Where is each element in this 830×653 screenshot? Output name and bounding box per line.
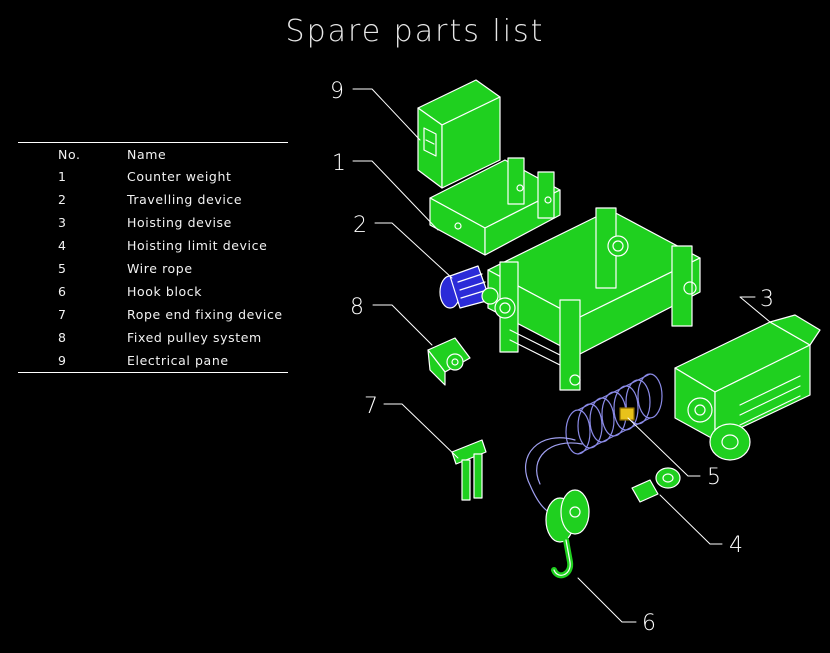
row-name: Hoisting limit device <box>127 238 268 253</box>
row-name: Electrical pane <box>127 353 229 368</box>
row-name: Hoisting devise <box>127 215 232 230</box>
callout-7: 7 <box>364 394 378 419</box>
callout-2: 2 <box>353 213 367 238</box>
table-row: 1 Counter weight <box>18 165 288 188</box>
table-row: 7 Rope end fixing device <box>18 303 288 326</box>
electrical-panel-part <box>417 79 501 189</box>
row-name: Fixed pulley system <box>127 330 262 345</box>
spare-parts-table: No. Name 1 Counter weight 2 Travelling d… <box>18 142 288 373</box>
table-row: 3 Hoisting devise <box>18 211 288 234</box>
table-row: 8 Fixed pulley system <box>18 326 288 349</box>
header-no: No. <box>58 146 81 162</box>
wire-rope-part <box>565 373 663 455</box>
callout-1: 1 <box>332 151 346 176</box>
row-no: 3 <box>58 215 67 230</box>
callout-4: 4 <box>729 533 743 558</box>
row-no: 6 <box>58 284 67 299</box>
row-name: Rope end fixing device <box>127 307 283 322</box>
hoisting-device-part <box>674 314 821 461</box>
callout-8: 8 <box>350 295 364 320</box>
table-row: 9 Electrical pane <box>18 349 288 372</box>
row-no: 2 <box>58 192 67 207</box>
table-row: 2 Travelling device <box>18 188 288 211</box>
page-title: Spare parts list <box>285 14 545 49</box>
row-no: 5 <box>58 261 67 276</box>
row-name: Counter weight <box>127 169 232 184</box>
callout-5: 5 <box>707 465 721 490</box>
row-no: 4 <box>58 238 67 253</box>
leader-lines <box>352 88 771 623</box>
row-name: Hook block <box>127 284 203 299</box>
row-name: Wire rope <box>127 261 193 276</box>
table-row: 5 Wire rope <box>18 257 288 280</box>
callout-6: 6 <box>642 611 656 636</box>
hoisting-limit-part <box>631 467 681 503</box>
warning-icon <box>619 407 635 421</box>
travel-motor-part <box>439 265 499 309</box>
callout-3: 3 <box>760 287 774 312</box>
callout-9: 9 <box>330 79 344 104</box>
row-no: 7 <box>58 307 67 322</box>
travelling-device-part <box>487 207 701 391</box>
row-no: 9 <box>58 353 67 368</box>
table-row: 6 Hook block <box>18 280 288 303</box>
table-row: 4 Hoisting limit device <box>18 234 288 257</box>
fixed-pulley-part <box>427 337 471 386</box>
row-no: 1 <box>58 169 67 184</box>
header-name: Name <box>127 146 167 162</box>
row-no: 8 <box>58 330 67 345</box>
counter-weight-part <box>429 157 561 256</box>
table-header: No. Name <box>18 143 288 165</box>
row-name: Travelling device <box>127 192 243 207</box>
rope-end-fixing-part <box>451 439 487 501</box>
hook-block-part <box>545 489 590 579</box>
